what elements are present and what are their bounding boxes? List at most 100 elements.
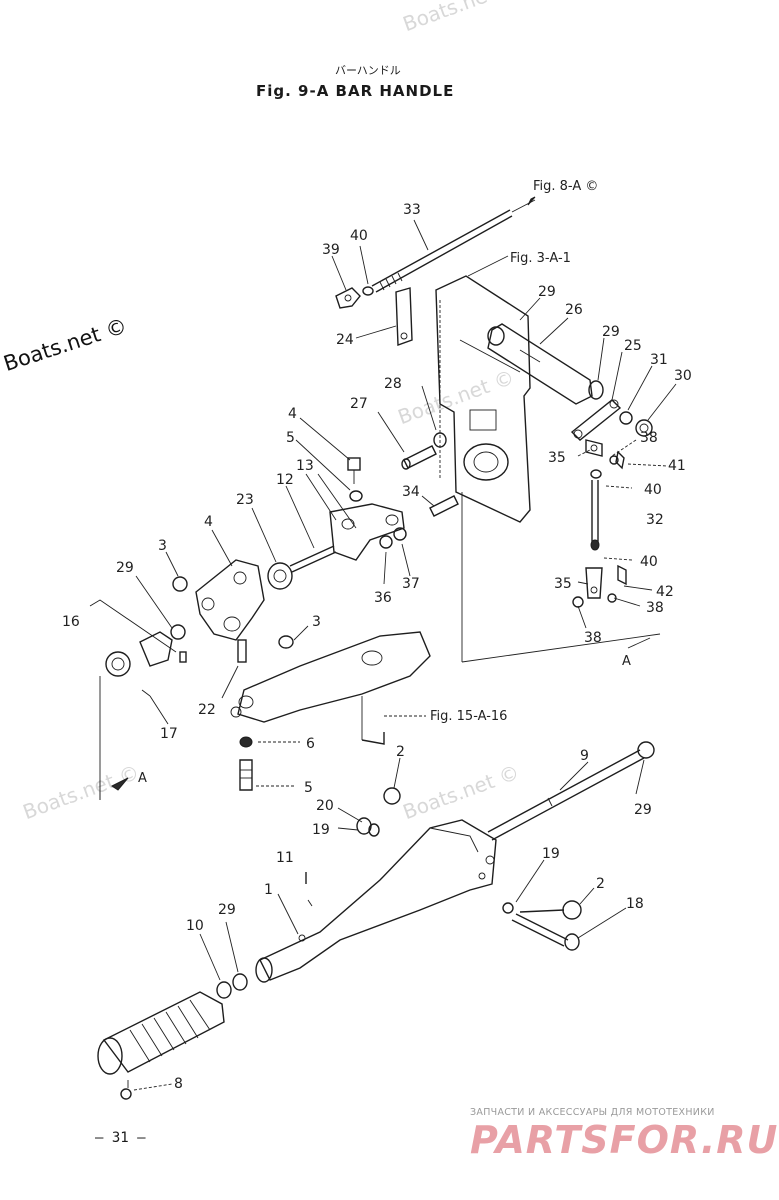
callout-29: 29 — [634, 802, 652, 818]
callout-31: 31 — [650, 352, 668, 368]
bolt-2-lower — [519, 900, 582, 920]
bolt-4-top — [347, 457, 361, 484]
callout-40: 40 — [350, 228, 368, 244]
arrow-a-left — [99, 777, 129, 800]
rod-12 — [289, 545, 337, 573]
shift-rod-33 — [371, 196, 536, 293]
callout-30: 30 — [674, 368, 692, 384]
callout-19: 19 — [312, 822, 330, 838]
callout-9: 9 — [580, 748, 589, 764]
callout-8: 8 — [174, 1076, 183, 1092]
callout-numbers: 33 40 39 24 29 26 29 25 31 30 28 27 38 3… — [62, 202, 692, 1092]
callout-38: 38 — [584, 630, 602, 646]
figure-title: Fig. 9-A BAR HANDLE — [256, 82, 455, 100]
link-25 — [570, 399, 622, 441]
shop-watermark-logo: PARTSFOR.RU — [470, 1118, 779, 1162]
callout-4: 4 — [288, 406, 297, 422]
shop-watermark-caption: ЗАПЧАСТИ И АКСЕССУАРЫ ДЛЯ МОТОТЕХНИКИ — [470, 1107, 715, 1118]
pin-11 — [305, 872, 313, 907]
callout-40: 40 — [644, 482, 662, 498]
callout-11: 11 — [276, 850, 294, 866]
pin-22 — [237, 639, 247, 663]
link-26 — [487, 323, 593, 405]
leader-lines — [133, 219, 677, 1091]
callout-29: 29 — [538, 284, 556, 300]
knob-16 — [105, 631, 173, 677]
clip-42 — [617, 564, 627, 586]
callout-36: 36 — [374, 590, 392, 606]
callout-24: 24 — [336, 332, 354, 348]
screw-8 — [120, 1080, 132, 1100]
callout-20: 20 — [316, 798, 334, 814]
pin-17 — [141, 651, 187, 697]
nut-3-lower — [278, 635, 294, 649]
callout-40: 40 — [640, 554, 658, 570]
washer-10 — [216, 981, 232, 999]
rod-9 — [487, 741, 655, 841]
arrow-label-a: A — [622, 654, 631, 669]
washer-28 — [433, 432, 447, 448]
callout-29: 29 — [218, 902, 236, 918]
callout-29: 29 — [116, 560, 134, 576]
bolt-34 — [429, 495, 459, 517]
callout-22: 22 — [198, 702, 216, 718]
callout-42: 42 — [656, 584, 674, 600]
callout-32: 32 — [646, 512, 664, 528]
bolt-18 — [511, 913, 580, 951]
bracket-4 — [195, 559, 265, 641]
callout-29: 29 — [602, 324, 620, 340]
bushing-23 — [267, 562, 293, 590]
callout-16: 16 — [62, 614, 80, 630]
throttle-arm — [230, 631, 431, 745]
page-number: — 31 — — [95, 1130, 146, 1146]
callout-19: 19 — [542, 846, 560, 862]
pin-41 — [615, 450, 625, 470]
tiller-handle-1 — [255, 819, 497, 983]
reference-fig3a1: Fig. 3-A-1 — [510, 251, 571, 266]
callout-3: 3 — [312, 614, 321, 630]
callout-2: 2 — [396, 744, 405, 760]
callout-33: 33 — [403, 202, 421, 218]
callout-1: 1 — [264, 882, 273, 898]
figure-title-japanese: バーハンドル — [335, 64, 401, 77]
callout-6: 6 — [306, 736, 315, 752]
callout-10: 10 — [186, 918, 204, 934]
callout-3: 3 — [158, 538, 167, 554]
callout-35: 35 — [548, 450, 566, 466]
washer-5-top — [349, 490, 363, 502]
rod-32 — [585, 439, 603, 599]
collar-29-right — [588, 380, 604, 400]
bracket-plate — [435, 275, 661, 663]
callout-26: 26 — [565, 302, 583, 318]
washer-40-top — [362, 286, 374, 296]
nut-3-upper — [172, 576, 188, 592]
lever-13 — [329, 503, 405, 561]
callout-5: 5 — [286, 430, 295, 446]
nut-30 — [635, 419, 653, 437]
reference-fig15a16: Fig. 15-A-16 — [430, 709, 507, 724]
throttle-grip — [97, 991, 225, 1075]
callout-38: 38 — [646, 600, 664, 616]
callout-37: 37 — [402, 576, 420, 592]
callout-41: 41 — [668, 458, 686, 474]
callout-5: 5 — [304, 780, 313, 796]
washer-31 — [619, 411, 633, 425]
washer-6 — [239, 736, 253, 748]
callout-4: 4 — [204, 514, 213, 530]
callout-18: 18 — [626, 896, 644, 912]
callout-38: 38 — [640, 430, 658, 446]
callout-35: 35 — [554, 576, 572, 592]
bolt-2-upper — [383, 787, 401, 805]
callout-27: 27 — [350, 396, 368, 412]
collar-29-grip — [232, 973, 248, 991]
callout-13: 13 — [296, 458, 314, 474]
clevis-39 — [335, 287, 361, 309]
bolt-27 — [401, 445, 437, 470]
arrow-label-a: A — [138, 771, 147, 786]
washers-36-37 — [379, 527, 407, 549]
callout-39: 39 — [322, 242, 340, 258]
callout-28: 28 — [384, 376, 402, 392]
callout-34: 34 — [402, 484, 420, 500]
callout-25: 25 — [624, 338, 642, 354]
